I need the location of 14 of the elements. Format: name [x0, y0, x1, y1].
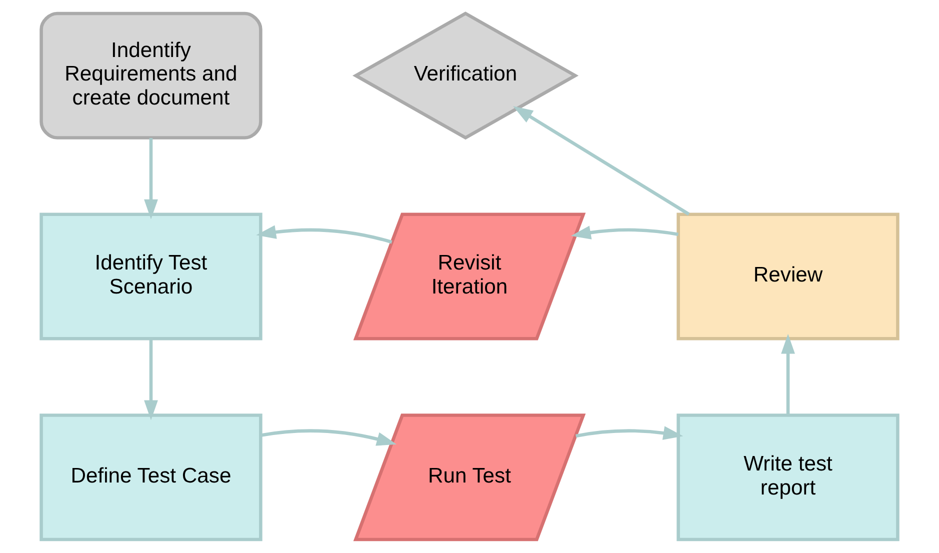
arrow	[570, 226, 678, 240]
arrow	[144, 338, 158, 420]
node-box: Review	[676, 212, 900, 340]
arrow	[260, 429, 397, 446]
node-box: Indentify Requirements and create document	[40, 12, 262, 140]
arrow	[576, 426, 684, 440]
arrow	[513, 106, 690, 216]
node-box: Define Test Case	[40, 414, 262, 542]
arrow	[781, 334, 795, 416]
node-box: Identify Test Scenario	[40, 212, 262, 340]
arrow	[256, 225, 392, 244]
node-diamond: Verification	[352, 12, 579, 140]
arrow	[144, 138, 158, 220]
node-box: Write test report	[676, 414, 900, 542]
